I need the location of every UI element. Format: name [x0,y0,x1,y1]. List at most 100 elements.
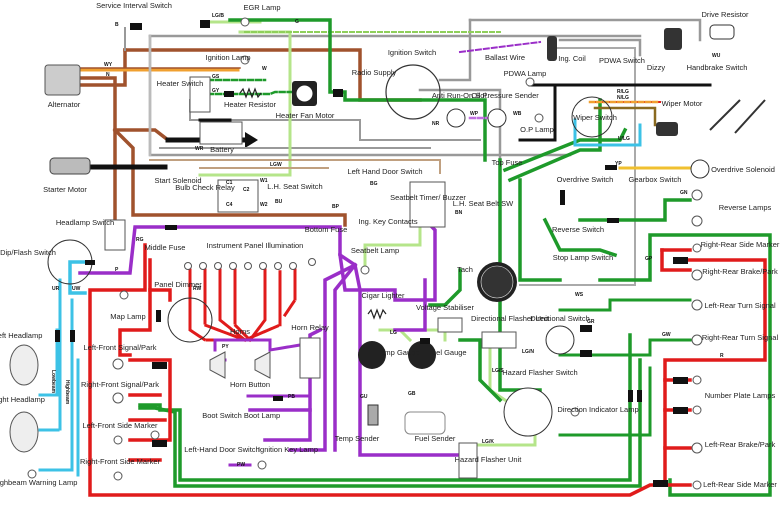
wire-code: RW [193,286,202,292]
wire-code: W1 [260,178,268,184]
wire-code: GU [360,394,368,400]
connector-block [673,377,688,384]
panel-dimmer-icon [167,297,213,343]
connector-block [156,310,161,322]
connector-block [607,218,619,223]
bulb-icon [244,262,252,270]
label-handbrake-switch: Handbrake Switch [687,63,748,72]
label-gearbox-switch: Gearbox Switch [629,175,682,184]
label-left-rear-turn-signal: Left-Rear Turn Signal [704,301,776,310]
connector-block [637,390,642,402]
wire-purple [78,225,358,275]
hazard-flasher-unit-icon [458,442,478,479]
label-boot-switch: Boot Switch [202,411,242,420]
bulb-icon [692,375,702,385]
label-left-headlamp: Left Headlamp [0,331,42,340]
label-right-rear-brake-park: Right-Rear Brake/Park [702,267,778,276]
alternator-icon [44,64,81,96]
label-egr-lamp: EGR Lamp [243,3,280,12]
bulb-icon [691,215,703,227]
label-stop-lamp-switch: Stop Lamp Switch [553,253,613,262]
wire-brown [78,76,117,232]
bulb-icon [691,269,703,281]
bulb-icon [692,243,702,253]
label-wiper-switch: Wiper Switch [573,113,617,122]
wire-code-labels: B LG/B WY N G W GS GY WR LGW W1 W2 C1 C2… [52,13,724,468]
label-hazard-flasher-switch: Hazard Flasher Switch [502,368,577,377]
label-service-interval-switch: Service Interval Switch [96,1,172,10]
wire-red-dashed [218,268,248,343]
label-reverse-switch: Reverse Switch [552,225,604,234]
wires [38,18,772,497]
wire-code: UR [52,286,60,292]
label-fuel-gauge: Fuel Gauge [427,348,466,357]
label-voltage-stabiliser: Voltage Stabiliser [416,303,474,312]
ignition-switch-icon [385,64,441,120]
wire-code: W2 [260,202,268,208]
connector-block [55,330,60,342]
wire-brown [78,48,127,87]
wire-code: LG/N [522,349,534,355]
label-horns: Horns [230,327,250,336]
wiper-blade-icon [734,99,766,134]
label-radio-supply: Radio Supply [352,68,397,77]
wire-purple [352,262,472,457]
wire-code: WP [470,111,479,117]
label-temp-sender: Temp Sender [335,434,380,443]
label-tach: Tach [457,265,473,274]
wire-blue [573,118,642,147]
wire-green [507,98,602,183]
wire-code: GW [662,332,671,338]
connector-block [673,407,688,414]
wire-green [228,18,487,162]
wire-green [518,178,562,282]
fan-hub [296,85,313,102]
starter-motor-icon [49,157,91,175]
bulb-icon [308,258,316,266]
label-left-rear-brake-park: Left-Rear Brake/Park [705,440,776,449]
label-boot-lamp: Boot Lamp [244,411,280,420]
components [9,17,766,490]
horn-relay-icon [299,337,321,379]
wire-code: W [262,66,267,72]
seatbelt-timer-buzzer-icon [409,181,446,228]
label-ignition-lamp: Ignition Lamp [205,53,250,62]
label-direction-indicator-lamp: Direction Indicator Lamp [557,405,638,414]
bulb-icon [274,262,282,270]
label-lh-seat-switch: L.H. Seat Switch [267,182,322,191]
label-seatbelt-timer-buzzer: Seatbelt Timer/ Buzzer [390,193,466,202]
label-lh-seat-belt-sw: L.H. Seat Belt SW [453,199,514,208]
label-ignition-key-lamp: Ignition Key Lamp [258,445,318,454]
label-wiper-motor: Wiper Motor [662,99,703,108]
directional-flasher-unit-icon [481,331,517,349]
wire-green-dashed [558,363,652,437]
connector-block [420,338,430,344]
connector-block [70,330,75,342]
wire-code: RG [136,237,144,243]
wire-brown [112,127,347,227]
label-heater-fan-motor: Heater Fan Motor [276,111,335,120]
heater-resistor-icon [239,87,262,99]
wiper-blade-icon [709,99,741,131]
label-overdrive-solenoid: Overdrive Solenoid [711,165,775,174]
wire-code: NR [432,121,440,127]
label-right-rear-side-marker: Right-Rear Side Marker [701,240,780,249]
connector-block [85,260,95,265]
connector-block [580,325,592,332]
label-heater-switch: Heater Switch [157,79,204,88]
connector-block [560,190,565,205]
bulb-icon [259,262,267,270]
label-dizzy: Dizzy [647,63,666,72]
connector-block [333,89,343,97]
wire-code: WS [575,292,584,298]
label-temp-gauge: Temp Gauge [377,348,420,357]
wire-white [189,99,481,141]
wire-green-orange [593,106,657,127]
lamp-bulbs [27,17,703,490]
wire-green [138,333,632,482]
label-panel-dimmer: Panel Dimmer [154,280,202,289]
label-left-hand-door-switch-2: Left-Hand Door Switch [184,445,259,454]
wire-code: YP [615,161,622,167]
wire-purple [393,278,427,332]
label-pdwa-lamp: PDWA Lamp [504,69,547,78]
